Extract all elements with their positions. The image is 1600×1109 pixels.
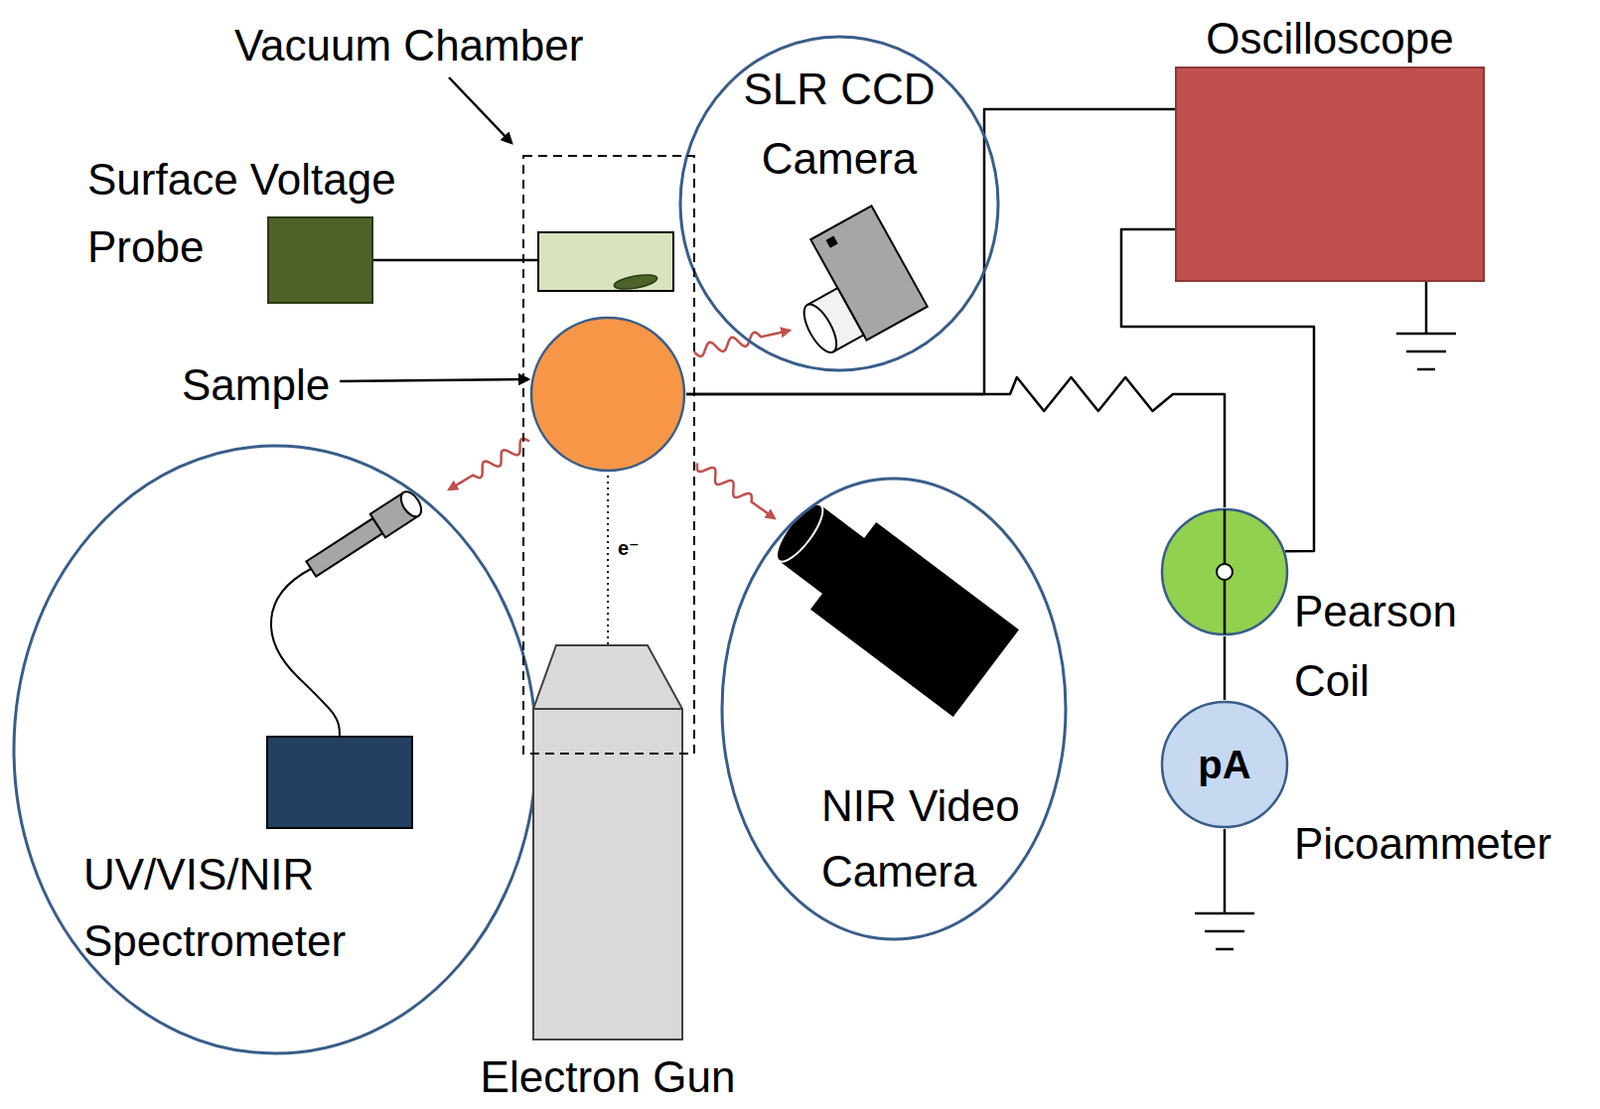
text-slot: Oscilloscope: [1155, 13, 1505, 64]
component-label: Pearson Coil: [1294, 577, 1493, 717]
component-label: UV/VIS/NIR Spectrometer: [83, 841, 382, 975]
probe-wire: [373, 259, 539, 263]
spectrometer-unit: [267, 736, 413, 829]
sample-circle: Sample: [529, 315, 687, 473]
slr-camera-icon: [770, 205, 928, 363]
leader-arrow: [339, 379, 529, 382]
electron-gun: Electron Gun: [532, 644, 684, 1041]
optical-fiber: [271, 569, 340, 737]
vacuum-chamber: Vacuum ChamberSample: [522, 154, 696, 755]
component-label: SLR CCD Camera: [710, 54, 969, 194]
lens-face: [797, 299, 843, 358]
sample-circle-body: [531, 317, 685, 471]
camera-button: [826, 236, 839, 249]
pearson-coil-outline: [1160, 507, 1290, 637]
probe-lens: [397, 488, 427, 521]
text-slot: Vacuum Chamber: [234, 20, 662, 71]
probe-unit-outline: [267, 216, 374, 304]
electron-label: e⁻: [617, 536, 640, 561]
light-emission-arrow: [697, 463, 775, 520]
text-slot: UV/VIS/NIR Spectrometer: [83, 841, 382, 975]
component-label: Electron Gun: [472, 1052, 743, 1103]
circuit-wire: [1223, 636, 1227, 701]
sample-circle-outline: [529, 315, 687, 473]
leader-arrow: [448, 77, 512, 144]
text-slot: SLR CCD Camera: [710, 54, 969, 194]
pearson-coil-body: [1162, 509, 1288, 635]
unit-symbol: pA: [1160, 739, 1290, 790]
text-slot: Surface Voltage Probe: [87, 145, 431, 282]
component-label: Surface Voltage Probe: [87, 145, 431, 282]
oscilloscope-box: Oscilloscope: [1174, 66, 1485, 283]
electron-beam: [606, 472, 609, 645]
picoammeter: pAPicoammeter: [1160, 700, 1290, 830]
component-label: Vacuum Chamber: [234, 20, 662, 71]
group-ellipse: [680, 36, 999, 371]
ground-symbol: [1396, 282, 1456, 370]
oscilloscope-box-outline: [1174, 66, 1485, 283]
circuit-wire: [686, 377, 1225, 508]
coil-aperture: [1216, 564, 1233, 581]
slr-camera-group: SLR CCD Camera: [678, 34, 1001, 373]
electron-gun-body: [533, 645, 683, 1040]
probe-unit-body: [268, 217, 373, 303]
light-emission-arrow: [448, 438, 530, 490]
probe-tip: [612, 272, 658, 291]
probe-head: [538, 232, 674, 291]
text-slot: Electron Gun: [472, 1052, 743, 1103]
pearson-coil: Pearson Coil: [1160, 507, 1290, 637]
component-label: Sample: [181, 360, 351, 411]
lens-face: [769, 498, 831, 569]
text-slot: pA: [1160, 739, 1290, 790]
text-slot: Picoammeter: [1294, 819, 1593, 870]
fiber-probe: [303, 488, 427, 582]
component-label: Oscilloscope: [1155, 13, 1505, 64]
electron-gun-outline: [532, 644, 684, 1041]
text-slot: Pearson Coil: [1294, 577, 1493, 717]
oscilloscope-box-body: [1175, 67, 1484, 282]
text-slot: Sample: [181, 360, 351, 411]
component-label: Picoammeter: [1294, 819, 1593, 870]
nir-camera-group: NIR Video Camera: [720, 476, 1068, 942]
component-label: NIR Video Camera: [821, 773, 1070, 905]
circuit-wire: [686, 109, 1175, 395]
spectrometer-group: UV/VIS/NIR Spectrometer: [11, 443, 539, 1056]
probe-unit: Surface Voltage Probe: [267, 216, 374, 304]
ground-symbol: [1194, 829, 1255, 950]
probe-shaft: [305, 518, 383, 578]
gun-seam: [533, 708, 683, 711]
text-slot: NIR Video Camera: [821, 773, 1070, 905]
particle-label: e⁻: [617, 536, 640, 561]
group-ellipse: [13, 445, 537, 1054]
